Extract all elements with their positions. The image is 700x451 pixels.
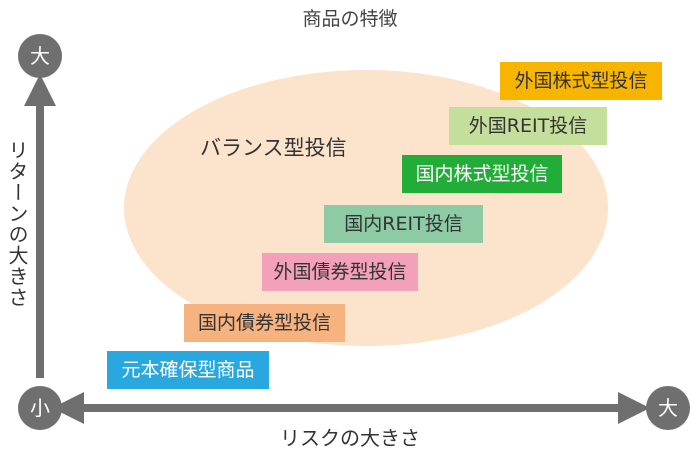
- y-axis-top-marker: 大: [18, 34, 62, 78]
- balance-fund-label: バランス型投信: [200, 136, 347, 160]
- x-axis-label: リスクの大きさ: [280, 426, 420, 450]
- product-tag-foreign-bond: 外国債券型投信: [262, 253, 418, 291]
- y-axis-label: リターンの大きさ: [5, 140, 29, 308]
- x-axis-right-marker: 大: [646, 386, 690, 430]
- origin-marker: 小: [18, 386, 62, 430]
- product-tag-domestic-equity: 国内株式型投信: [402, 155, 562, 193]
- product-tag-principal-guaranteed: 元本確保型商品: [107, 351, 269, 389]
- product-tag-domestic-reit: 国内REIT投信: [324, 205, 483, 243]
- diagram-title: 商品の特徴: [302, 8, 398, 30]
- product-tag-foreign-reit: 外国REIT投信: [449, 107, 607, 145]
- product-tag-foreign-equity: 外国株式型投信: [500, 62, 662, 100]
- product-tag-domestic-bond: 国内債券型投信: [184, 304, 345, 342]
